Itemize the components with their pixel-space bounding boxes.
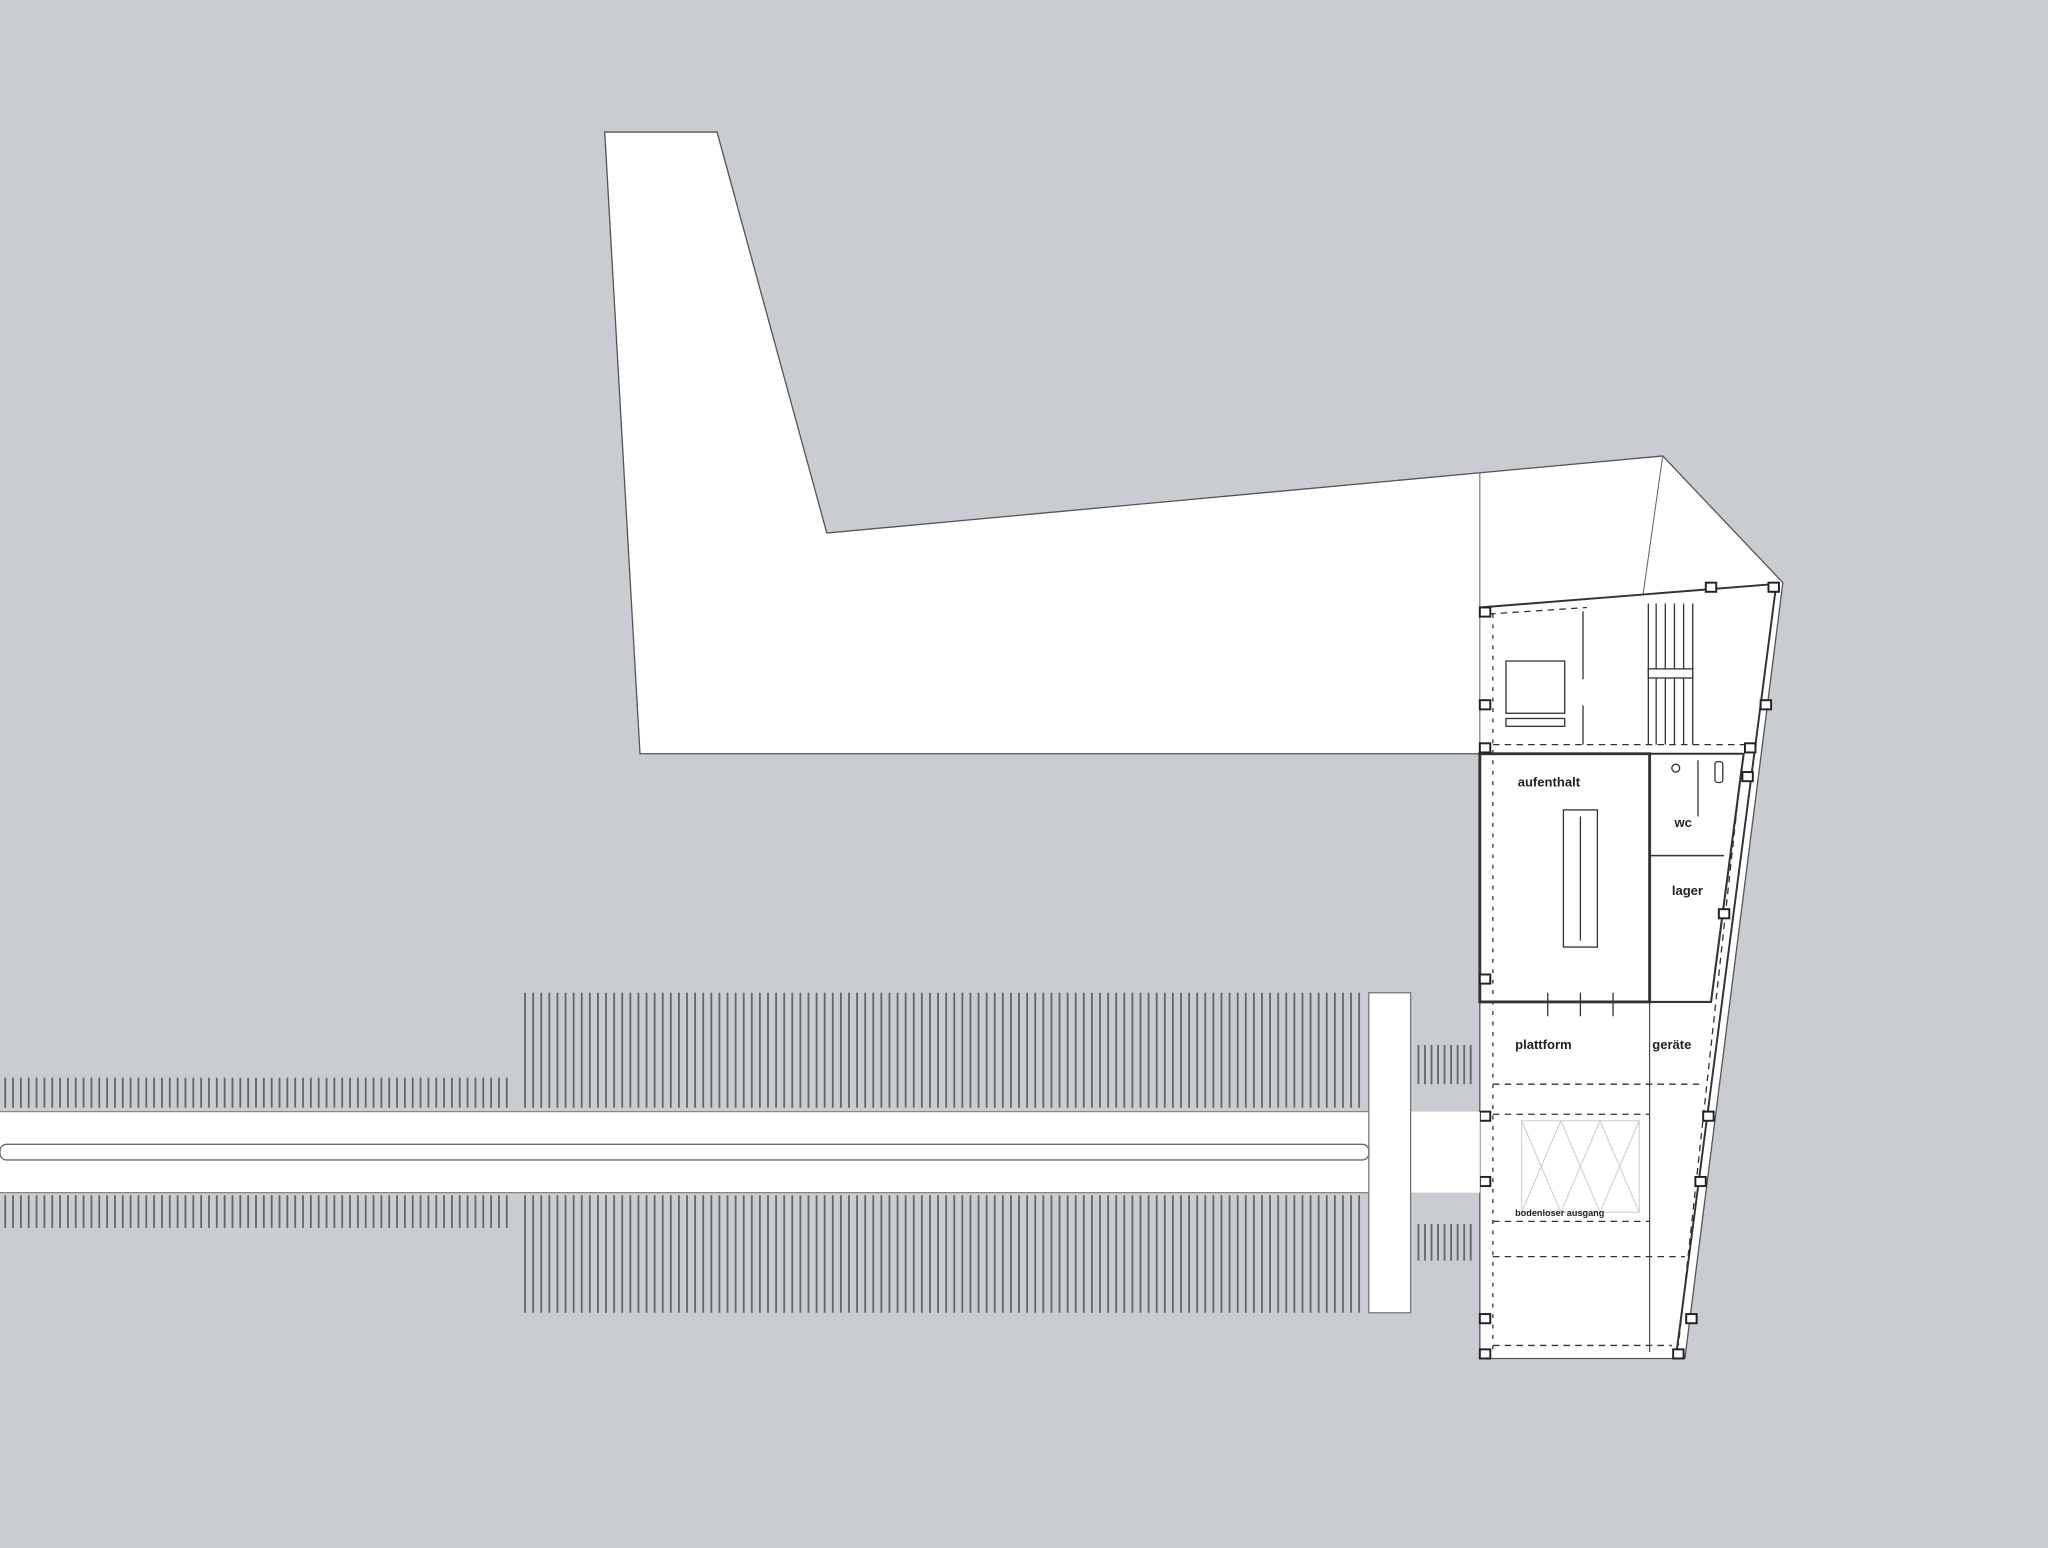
pier — [0, 992, 1480, 1314]
upper-room — [1478, 582, 1778, 1359]
columns — [1478, 581, 1780, 1360]
boat-berths — [4, 992, 1472, 1313]
column — [1478, 606, 1492, 618]
column — [1478, 973, 1492, 985]
column — [1672, 1348, 1685, 1360]
column — [1694, 1175, 1707, 1188]
room-label-equipment: geräte — [1652, 1037, 1691, 1052]
column — [1478, 742, 1492, 754]
column — [1704, 581, 1718, 593]
wall-line — [1642, 455, 1664, 595]
column — [1717, 908, 1731, 920]
column — [1744, 742, 1757, 754]
column — [1478, 1348, 1492, 1360]
column — [1478, 1110, 1492, 1122]
building-outline — [604, 131, 1784, 1360]
column — [1478, 699, 1492, 711]
column — [1685, 1313, 1698, 1325]
column — [1478, 1313, 1492, 1325]
column — [1478, 1175, 1492, 1188]
room-label-storage: lager — [1672, 883, 1703, 898]
hatch-area — [1521, 1120, 1640, 1213]
column — [1759, 699, 1773, 711]
column — [1702, 1110, 1715, 1122]
room-label-exit: bodenloser ausgang — [1515, 1208, 1604, 1218]
column — [1767, 581, 1780, 593]
room-label-lounge: aufenthalt — [1518, 774, 1581, 789]
column — [1741, 771, 1754, 783]
stair — [1647, 603, 1694, 745]
room-label-platform: plattform — [1515, 1037, 1572, 1052]
room-label-wc: wc — [1673, 815, 1691, 830]
gangway — [1368, 992, 1412, 1314]
